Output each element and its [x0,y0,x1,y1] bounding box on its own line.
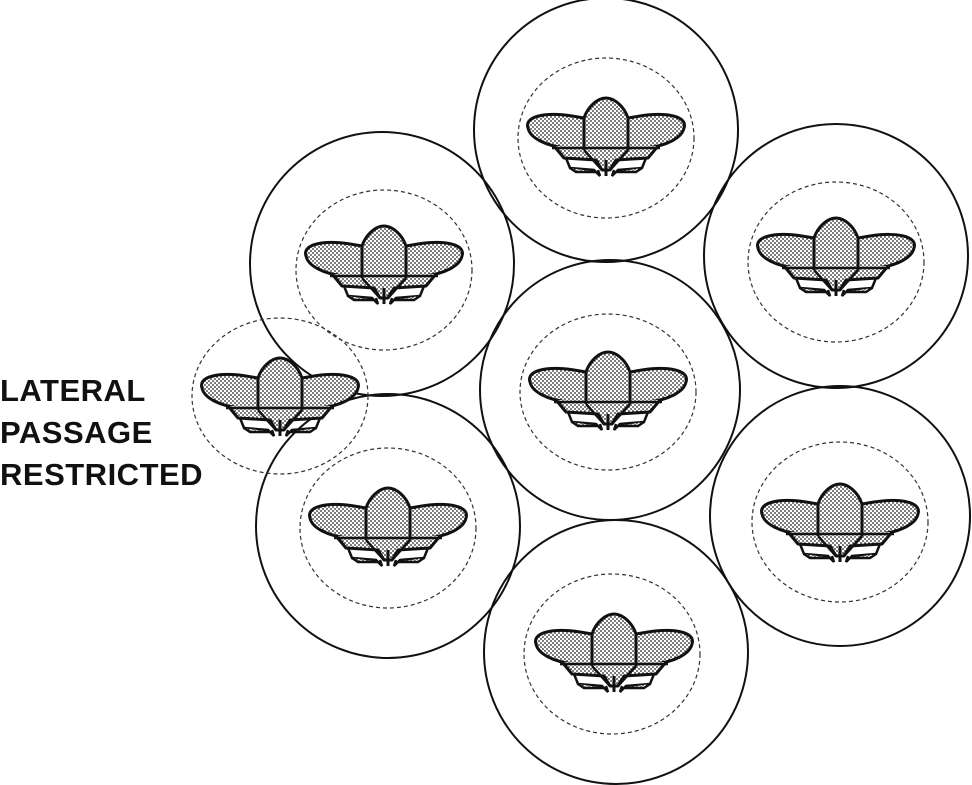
large-circle-lower-right [709,385,971,647]
organism-upper-right [756,216,916,298]
large-circles [249,0,971,785]
lateral-passage-label: LATERAL PASSAGE RESTRICTED [0,370,203,496]
dashed-circle-upper-right [747,181,925,343]
label-line-1: LATERAL [0,373,146,408]
dashed-circle-top-center [517,57,695,219]
dashed-circle-lower-right [751,441,929,603]
organism-center [528,350,688,432]
organism-lower-right [760,482,920,564]
dashed-circle-lower-left [299,447,477,609]
large-circle-bottom-center [483,519,749,785]
label-line-2: PASSAGE [0,415,153,450]
dashed-circle-upper-left [295,189,473,351]
dashed-circle-restricted-left [191,317,369,475]
dashed-circle-bottom-center [523,573,701,735]
large-circle-top-center [473,0,739,263]
organism-top-center [526,96,686,178]
large-circle-lower-left [255,393,521,659]
large-circle-upper-left [249,131,515,397]
organism-restricted-left [200,356,360,438]
large-circle-upper-right [703,123,969,389]
organism-upper-left [304,224,464,306]
dashed-circle-center [519,313,697,471]
organism-bottom-center [534,612,694,694]
label-line-3: RESTRICTED [0,457,204,492]
dashed-circles [191,57,929,735]
organism-lower-left [308,486,468,568]
organisms [200,96,920,694]
